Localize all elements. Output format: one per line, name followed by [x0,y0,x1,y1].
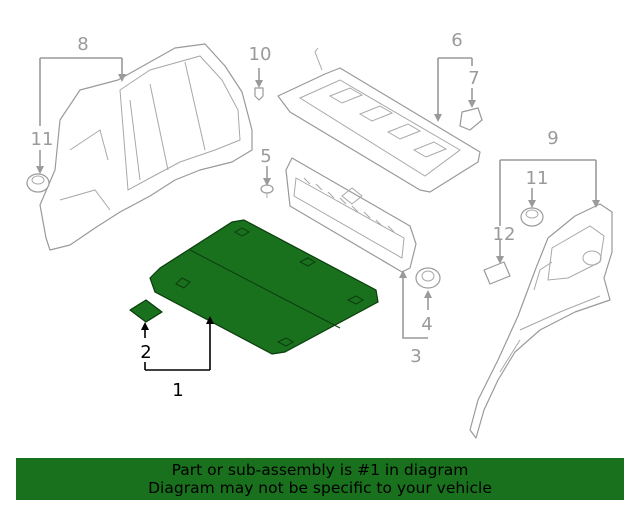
pin-part-4 [415,267,441,289]
clip-part-10 [254,87,264,101]
load-floor-part-1 [149,219,379,355]
info-banner-background [16,458,624,500]
banner-line-1: Part or sub-assembly is #1 in diagram [171,461,469,479]
banner-line-2: Diagram may not be specific to your vehi… [148,479,492,497]
callout-4: 4 [421,314,432,335]
left-quarter-trim-part-8 [39,43,253,251]
callout-7: 7 [468,68,479,89]
callout-8: 8 [77,34,88,55]
cover-part-2 [129,299,163,323]
push-pin-part-11-right [520,207,544,227]
info-banner: Part or sub-assembly is #1 in diagram Di… [16,458,624,500]
callout-5: 5 [260,146,271,167]
right-quarter-trim-part-9 [469,203,613,439]
callout-11-right: 11 [526,168,549,189]
screw-part-5 [260,184,274,198]
clip-part-12 [483,261,511,285]
arrow-heads [36,74,600,330]
callout-11-left: 11 [31,129,54,150]
callout-9: 9 [547,128,558,149]
bracket-part-7 [459,107,483,131]
package-tray-part-6 [277,47,481,193]
callout-6: 6 [451,30,462,51]
callout-10: 10 [249,44,272,65]
callout-3: 3 [410,346,421,367]
push-pin-part-11-left [26,173,50,193]
callout-1: 1 [172,380,183,401]
callout-2: 2 [140,342,151,363]
callout-12: 12 [493,224,516,245]
sill-plate-part-3 [285,157,417,273]
